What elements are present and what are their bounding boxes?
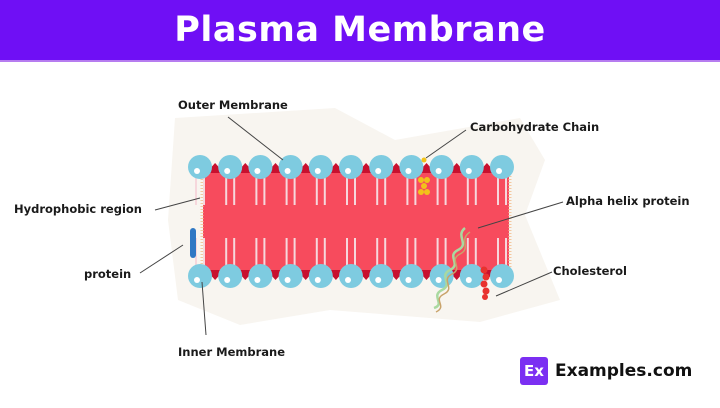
- outer-phospholipid-head: [339, 155, 363, 179]
- outer-head-highlight: [284, 168, 291, 174]
- inner-head-highlight: [375, 277, 382, 283]
- outer-head-highlight: [345, 168, 351, 174]
- inner-phospholipid-head: [248, 264, 273, 288]
- inner-phospholipid-head: [490, 264, 514, 288]
- outer-phospholipid-head: [248, 155, 273, 179]
- alpha-helix-protein: [433, 227, 471, 313]
- outer-head-highlight: [496, 168, 502, 174]
- inner-phospholipid-head: [459, 264, 484, 288]
- leader-line-carbohydrate: [425, 129, 467, 159]
- leader-line-alpha-helix: [477, 201, 564, 229]
- leader-line-outer-membrane: [227, 116, 284, 161]
- outer-phospholipid-head: [490, 155, 514, 179]
- outer-head-highlight: [375, 168, 382, 174]
- carbohydrate-chain: [418, 157, 430, 195]
- inner-head-highlight: [465, 277, 472, 283]
- inner-phospholipid-head: [308, 264, 333, 288]
- title-banner: Plasma Membrane: [0, 0, 720, 62]
- inner-phospholipid-head: [339, 264, 363, 288]
- inner-head-highlight: [496, 277, 502, 283]
- outer-phospholipid-head: [218, 155, 243, 179]
- outer-head-highlight: [194, 168, 200, 174]
- inner-phospholipid-head: [369, 264, 394, 288]
- brand-badge-icon: Ex: [520, 357, 548, 385]
- outer-phospholipid-head: [369, 155, 394, 179]
- inner-phospholipid-head: [218, 264, 243, 288]
- inner-head-highlight: [435, 277, 442, 283]
- inner-phospholipid-head: [399, 264, 424, 288]
- outer-head-highlight: [465, 168, 472, 174]
- brand-name: Examples.com: [555, 361, 693, 381]
- leader-line-protein: [139, 244, 184, 274]
- outer-phospholipid-head: [188, 155, 212, 179]
- leader-line-hydrophobic: [154, 197, 201, 211]
- inner-head-highlight: [194, 277, 200, 283]
- outer-phospholipid-head: [429, 155, 454, 179]
- outer-head-highlight: [314, 168, 321, 174]
- outer-phospholipid-head: [459, 155, 484, 179]
- leader-line-inner-membrane: [201, 281, 207, 336]
- outer-phospholipid-head: [308, 155, 333, 179]
- inner-head-highlight: [405, 277, 412, 283]
- inner-head-highlight: [314, 277, 321, 283]
- inner-head-highlight: [254, 277, 261, 283]
- brand-logo[interactable]: Ex Examples.com: [520, 357, 692, 385]
- outer-head-highlight: [405, 168, 412, 174]
- leader-line-cholesterol: [495, 271, 553, 297]
- inner-phospholipid-head: [278, 264, 303, 288]
- outer-phospholipid-head: [278, 155, 303, 179]
- outer-phospholipid-head: [399, 155, 424, 179]
- outer-head-highlight: [224, 168, 231, 174]
- inner-head-highlight: [284, 277, 291, 283]
- outer-head-highlight: [254, 168, 261, 174]
- label-hydrophobic-region: Hydrophobic region: [14, 202, 142, 216]
- label-inner-membrane: Inner Membrane: [178, 345, 286, 359]
- inner-head-highlight: [345, 277, 351, 283]
- label-carbohydrate-chain: Carbohydrate Chain: [470, 120, 600, 134]
- label-protein: protein: [84, 267, 132, 281]
- inner-head-highlight: [224, 277, 231, 283]
- label-cholesterol: Cholesterol: [553, 264, 627, 278]
- cholesterol: [480, 266, 490, 300]
- label-outer-membrane: Outer Membrane: [178, 98, 288, 112]
- outer-head-highlight: [435, 168, 442, 174]
- inner-phospholipid-head: [188, 264, 212, 288]
- surface-protein: [190, 228, 196, 258]
- label-alpha-helix-protein: Alpha helix protein: [566, 194, 690, 208]
- page-title: Plasma Membrane: [174, 10, 546, 50]
